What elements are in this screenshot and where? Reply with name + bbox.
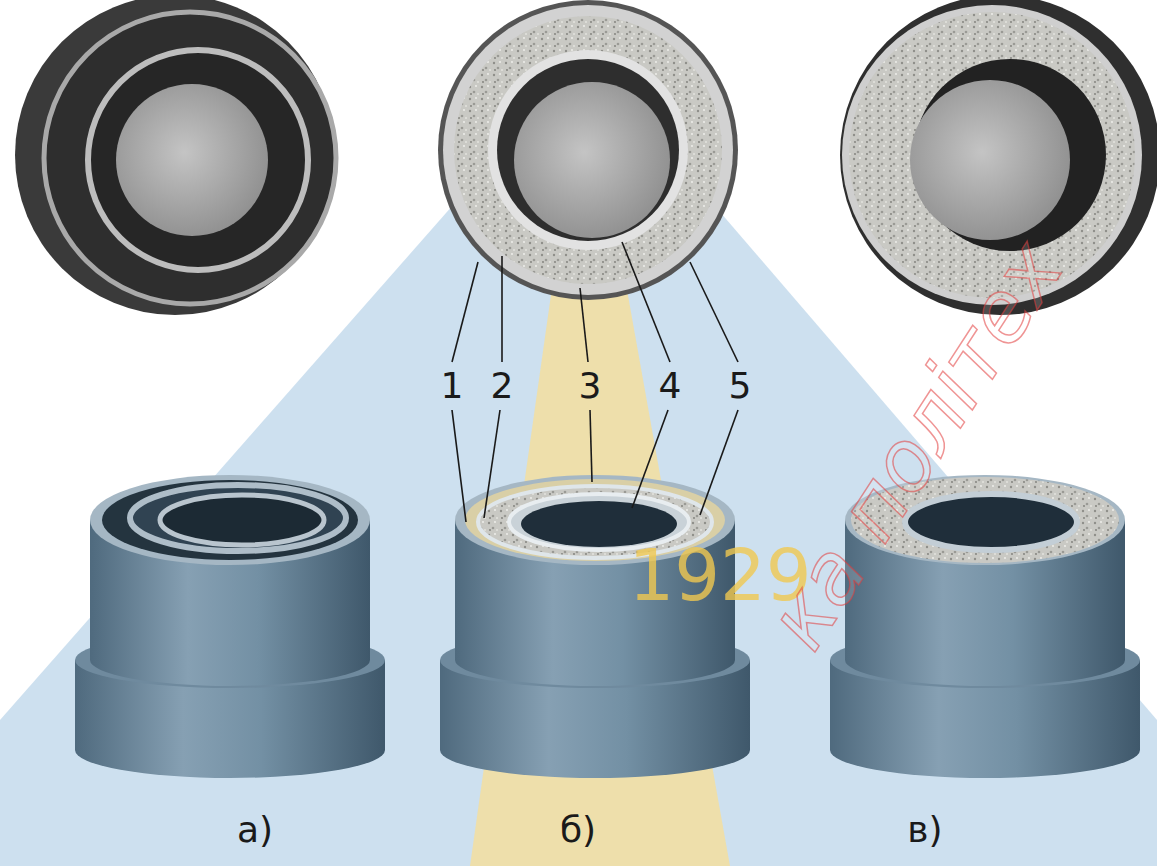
callout-number: 1 (441, 368, 464, 404)
leader-lines (452, 242, 738, 522)
figure-label: а) (237, 812, 273, 848)
callout-number: 5 (729, 368, 752, 404)
bushing-b (440, 475, 750, 778)
top-view-b (438, 0, 738, 300)
top-view-a (15, 0, 336, 315)
callout-number: 3 (579, 368, 602, 404)
figure-label: б) (560, 812, 596, 848)
bushing-a (75, 475, 385, 778)
figure-label: в) (907, 812, 942, 848)
callout-number: 4 (659, 368, 682, 404)
callout-number: 2 (491, 368, 514, 404)
